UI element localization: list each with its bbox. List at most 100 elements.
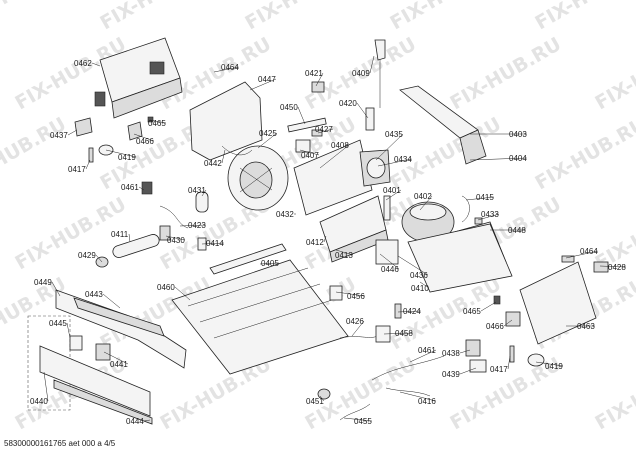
part-0465-r bbox=[493, 295, 501, 305]
leader-line bbox=[369, 55, 375, 74]
footer-document-code: 58300000161765 aet 000 a 4/5 bbox=[4, 439, 116, 448]
callout-0441: 0441 bbox=[110, 360, 128, 369]
callout-0402: 0402 bbox=[414, 192, 432, 201]
callout-0439: 0439 bbox=[442, 370, 460, 379]
leader-line bbox=[409, 349, 437, 363]
callout-0405: 0405 bbox=[261, 259, 279, 268]
leader-line bbox=[477, 213, 500, 221]
callout-0426: 0426 bbox=[346, 317, 364, 326]
part-0461 bbox=[141, 181, 153, 195]
callout-0408: 0408 bbox=[331, 141, 349, 150]
part-0439 bbox=[469, 359, 487, 373]
part-0445 bbox=[69, 335, 83, 351]
callout-0407: 0407 bbox=[301, 151, 319, 160]
leader-line bbox=[503, 319, 513, 327]
part-0423 bbox=[159, 205, 189, 229]
callout-0450: 0450 bbox=[280, 103, 298, 112]
callout-0437: 0437 bbox=[50, 131, 68, 140]
leader-line bbox=[213, 66, 240, 73]
callout-0464: 0464 bbox=[221, 63, 239, 72]
watermark-text: FIX-HUB.RU bbox=[592, 33, 636, 114]
callout-0416: 0416 bbox=[418, 397, 436, 406]
part-0447 bbox=[189, 81, 263, 161]
part-0463 bbox=[519, 261, 597, 345]
callout-0424: 0424 bbox=[403, 307, 421, 316]
part-0410 bbox=[407, 223, 513, 293]
callout-0456: 0456 bbox=[347, 292, 365, 301]
part-0444 bbox=[53, 379, 153, 425]
callout-0432: 0432 bbox=[276, 210, 294, 219]
callout-0443: 0443 bbox=[85, 290, 103, 299]
leader-line bbox=[257, 132, 278, 149]
callout-0425: 0425 bbox=[259, 129, 277, 138]
part-0427 bbox=[311, 129, 323, 137]
leader-line bbox=[143, 419, 151, 422]
callout-0429: 0429 bbox=[78, 251, 96, 260]
callout-0404: 0404 bbox=[509, 154, 527, 163]
callout-0401: 0401 bbox=[383, 186, 401, 195]
callout-0445: 0445 bbox=[49, 319, 67, 328]
callout-0423: 0423 bbox=[188, 221, 206, 230]
watermark-text: FIX-HUB.RU bbox=[97, 0, 215, 34]
watermark-text: FIX-HUB.RU bbox=[0, 113, 70, 194]
callout-0403: 0403 bbox=[509, 130, 527, 139]
part-0442 bbox=[221, 145, 253, 156]
leader-line bbox=[201, 189, 207, 197]
part-0424 bbox=[394, 303, 402, 319]
leader-line bbox=[66, 322, 71, 339]
callout-0433: 0433 bbox=[481, 210, 499, 219]
part-0438 bbox=[465, 339, 481, 357]
part-0419-r bbox=[527, 353, 545, 367]
part-0465 bbox=[147, 116, 154, 123]
callout-0419: 0419 bbox=[118, 153, 136, 162]
part-0411 bbox=[112, 234, 160, 258]
watermark-text: FIX-HUB.RU bbox=[387, 0, 505, 34]
part-0417-r bbox=[509, 345, 515, 363]
callout-0466: 0466 bbox=[486, 322, 504, 331]
leader-line bbox=[459, 367, 477, 375]
callout-0413: 0413 bbox=[335, 251, 353, 260]
leader-line bbox=[319, 395, 325, 402]
leader-line bbox=[43, 371, 49, 402]
leader-line bbox=[85, 159, 91, 170]
leader-line bbox=[91, 62, 101, 67]
callout-0446: 0446 bbox=[381, 265, 399, 274]
callout-0417: 0417 bbox=[68, 165, 86, 174]
leader-line bbox=[315, 72, 324, 87]
leader-line bbox=[299, 149, 320, 156]
leader-line bbox=[375, 133, 404, 161]
part-0401 bbox=[383, 195, 391, 221]
leader-line bbox=[149, 119, 167, 124]
leader-line bbox=[419, 195, 433, 211]
leader-line bbox=[599, 265, 627, 268]
leader-line bbox=[165, 235, 186, 241]
watermark-text: FIX-HUB.RU bbox=[447, 33, 565, 114]
leader-line bbox=[397, 255, 429, 276]
part-0405 bbox=[209, 243, 287, 275]
part-0408 bbox=[293, 139, 373, 216]
callout-0430: 0430 bbox=[167, 236, 185, 245]
leader-line bbox=[351, 320, 365, 337]
callout-0465: 0465 bbox=[148, 119, 166, 128]
callout-0466: 0466 bbox=[136, 137, 154, 146]
part-0421 bbox=[311, 81, 325, 93]
part-0407 bbox=[295, 139, 311, 153]
callout-0440: 0440 bbox=[30, 397, 48, 406]
leader-line bbox=[335, 291, 366, 297]
leader-line bbox=[343, 417, 373, 422]
part-0416 bbox=[385, 387, 431, 397]
leader-line bbox=[249, 78, 277, 91]
watermark-text: FIX-HUB.RU bbox=[532, 0, 636, 34]
part-0461-wire bbox=[371, 355, 445, 381]
leader-line bbox=[179, 224, 207, 227]
callout-0442: 0442 bbox=[204, 159, 222, 168]
leader-line bbox=[469, 157, 528, 161]
part-0443 bbox=[73, 297, 165, 337]
callout-0410: 0410 bbox=[411, 284, 429, 293]
leader-lines bbox=[43, 55, 627, 422]
part-0441 bbox=[95, 343, 111, 361]
leader-line bbox=[356, 102, 369, 119]
callout-0415: 0415 bbox=[476, 193, 494, 202]
callout-0409: 0409 bbox=[352, 69, 370, 78]
callout-0463: 0463 bbox=[577, 322, 595, 331]
